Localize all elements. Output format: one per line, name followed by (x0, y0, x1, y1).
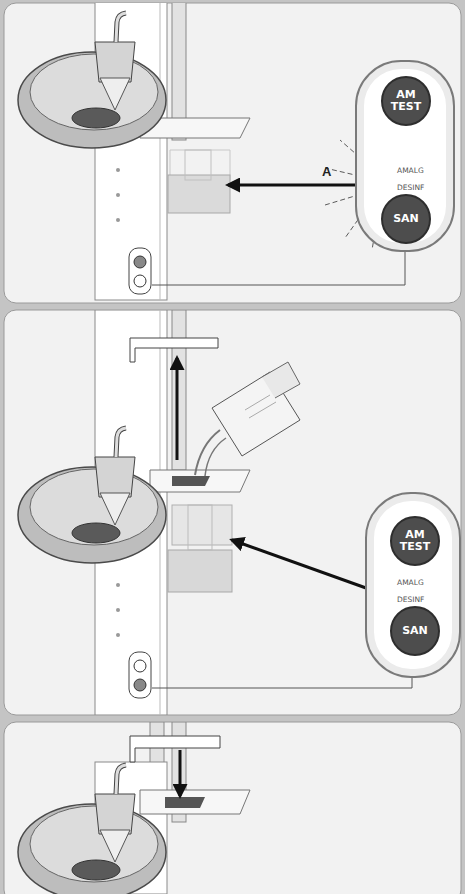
spittoon-basin-part (100, 830, 130, 862)
disinfectant-bottle-part (205, 438, 226, 476)
closing-cover-part (130, 736, 220, 762)
panel-frames-part (4, 722, 461, 894)
foot-switch-part (134, 256, 146, 268)
unit-column-part (116, 583, 120, 587)
wire (152, 252, 405, 285)
unit-column (95, 310, 250, 715)
unit-column-part (140, 790, 250, 814)
disinfectant-bottle-part (262, 362, 300, 398)
spittoon-basin-part (18, 467, 166, 563)
indicator-label: AMALG (397, 166, 424, 175)
spittoon-basin-part (95, 42, 135, 82)
disinfectant-bottle (195, 362, 300, 476)
spittoon-basin-part (30, 469, 158, 545)
amalgam-container-part (185, 150, 211, 180)
spittoon-basin-part (116, 13, 126, 42)
indicator-label: AMALG (397, 578, 424, 587)
button-label: SAN (389, 213, 423, 225)
spittoon-basin-part (100, 78, 130, 110)
spittoon-basin-part (100, 493, 130, 525)
button-label: SAN (398, 625, 432, 637)
indicator-label: DESINF (397, 595, 424, 604)
foot-switch (129, 248, 151, 294)
spittoon-basin-part (30, 54, 158, 130)
amalgam-container-part (172, 505, 232, 545)
unit-column-part (116, 168, 120, 172)
spittoon-basin-part (95, 457, 135, 497)
closing-cover (130, 736, 220, 796)
unit-column (95, 0, 250, 300)
unit-column-part (150, 470, 250, 492)
amalgam-container-part (168, 175, 230, 213)
control-panel: AMALG DESINF AM TEST SAN (355, 60, 455, 252)
button-label: AM TEST (389, 89, 423, 112)
step-two (18, 310, 412, 715)
unit-column-part (116, 608, 120, 612)
control-panel: AMALG DESINF AM TEST SAN (365, 492, 461, 678)
lifted-cover (130, 338, 218, 460)
amalgam-container-part (168, 550, 232, 592)
foot-switch (129, 652, 151, 698)
lifted-cover-part (130, 338, 218, 362)
spittoon-basin-part (72, 860, 120, 880)
unit-column-part (116, 193, 120, 197)
am-test-button: AM TEST (381, 76, 431, 126)
spittoon-basin-part (116, 765, 126, 794)
foot-switch-part (129, 248, 151, 294)
spittoon-basin-part (30, 806, 158, 882)
spittoon-basin-part (116, 428, 126, 457)
button-label: AM TEST (398, 529, 432, 552)
spittoon-basin-part (116, 428, 126, 457)
foot-switch-part (134, 275, 146, 287)
unit-column-part (116, 218, 120, 222)
spittoon-basin-part (116, 765, 126, 794)
disinfectant-bottle-part (249, 402, 276, 418)
closing-cover-part (179, 750, 182, 796)
spittoon-basin-part (18, 804, 166, 894)
step-three (18, 722, 250, 894)
unit-column-part (172, 310, 186, 470)
unit-column-part (160, 0, 161, 300)
spittoon-basin (18, 13, 166, 148)
unit-column-part (172, 476, 210, 486)
spittoon-basin (18, 428, 166, 563)
panel-frames-part (4, 310, 461, 715)
unit-column-part (95, 0, 167, 300)
indicator-label: DESINF (397, 183, 424, 192)
spittoon-basin (18, 765, 166, 894)
step-one (18, 0, 405, 300)
indicator-arrow (232, 540, 380, 593)
san-button: SAN (381, 194, 431, 244)
panel-frames-part (4, 3, 461, 303)
amalgam-container (168, 150, 230, 213)
foot-switch-part (134, 660, 146, 672)
wire (152, 677, 412, 688)
unit-column-part (165, 797, 205, 808)
spittoon-basin-part (72, 523, 120, 543)
spittoon-basin-part (95, 794, 135, 834)
san-button: SAN (390, 606, 440, 656)
foot-switch-part (134, 679, 146, 691)
amalgam-container-part (188, 505, 212, 550)
am-test-button: AM TEST (390, 516, 440, 566)
callout-letter: A (322, 164, 331, 179)
panel-frames (4, 3, 461, 894)
unit-column-part (116, 633, 120, 637)
disinfectant-bottle-part (195, 430, 220, 475)
amalgam-container (168, 505, 232, 592)
spittoon-basin-part (72, 108, 120, 128)
foot-switch-part (129, 652, 151, 698)
spittoon-basin-part (18, 52, 166, 148)
lifted-cover-part (176, 358, 179, 460)
spittoon-basin-part (116, 13, 126, 42)
